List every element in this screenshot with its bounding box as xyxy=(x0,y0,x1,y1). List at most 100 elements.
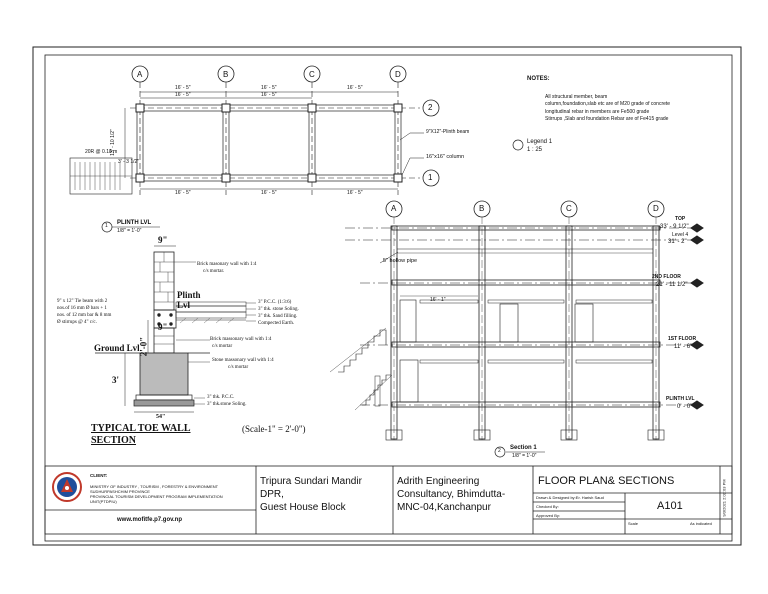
notes-item-3: longitudinal rebar in members are Fe500 … xyxy=(545,109,650,115)
wall-dim-top: 9" xyxy=(158,235,168,245)
tie-beam-3: nos. of 12 mm bar & 8 mm xyxy=(57,313,112,318)
legend-title: Legend 1 xyxy=(527,139,553,145)
brick-note-2: Brick massonary wall with 1:4 xyxy=(210,337,272,342)
plan-grid-2: 2 xyxy=(428,103,433,112)
client-label: CLIENT: xyxy=(90,473,108,478)
toe-wall-section xyxy=(95,226,256,413)
span-dim: 16' - 1" xyxy=(430,297,446,303)
section-grid-bubbles xyxy=(385,200,665,218)
sheet-inner-border xyxy=(44,54,733,542)
notes-title: NOTES: xyxy=(527,76,550,82)
level4-val: 31' - 2" xyxy=(668,239,687,245)
project-line-2: DPR, xyxy=(260,489,284,500)
sand-filling: 3" thk. Sand filling. xyxy=(258,314,298,319)
compacted-earth: Compected Earth. xyxy=(258,321,295,326)
client-logo xyxy=(52,472,82,502)
toe-wall-title-1: TYPICAL TOE WALL xyxy=(91,423,191,434)
section-grid-c: C xyxy=(566,204,572,213)
notes-item-4: Stirrups ,Slab and foundation Rebar are … xyxy=(545,116,669,122)
plinth-tag-scale: 1/8" = 1'-0" xyxy=(117,228,142,234)
sheet-outer-border xyxy=(32,46,742,546)
tie-beam-1: 9" x 12" Tie beam with 2 xyxy=(57,299,108,304)
level4-label: Level 4 xyxy=(672,232,689,238)
project-line-1: Tripura Sundari Mandir xyxy=(260,476,362,487)
section-tag-scale: 1/8" = 1'-0" xyxy=(512,453,537,459)
brick-note-2b: c/s mortar xyxy=(212,344,233,349)
wall-dim-9: 9" xyxy=(158,322,168,332)
approved-by: Approved By: xyxy=(536,513,561,518)
consultant-line-2: Consultancy, Bhimdutta- xyxy=(397,489,506,500)
legend-scale: 1 : 25 xyxy=(527,147,543,153)
pcc-bottom: 3" thk. P.C.C. xyxy=(207,395,235,400)
client-line-2: SUDHURPASHCHIM PROVINCE xyxy=(90,489,150,494)
consultant-line-3: MNC-04,Kanchanpur xyxy=(397,502,491,513)
title-block-frame xyxy=(44,465,733,535)
date-stamp: 9/3/2021 2:02:03 PM xyxy=(721,479,727,517)
checked-by: Checked By: xyxy=(536,504,559,509)
notes-item-1: All structural member, beam xyxy=(545,94,608,100)
sheet-number: A101 xyxy=(657,500,683,512)
plinth-level-label: PLINTH LVL xyxy=(666,396,695,402)
scale-label: Scale xyxy=(628,521,639,526)
plan-dim-bottom-2: 16' - 5" xyxy=(261,190,277,196)
second-floor-label: 2ND FLOOR xyxy=(652,274,681,280)
plan-dim-top-1: 16' - 5" xyxy=(175,85,191,91)
stone-note: Stone massonary wall with 1:4 xyxy=(212,358,274,363)
toe-wall-title-2: SECTION xyxy=(91,435,137,446)
plinth-level-val: 0' - 0" xyxy=(677,404,693,410)
client-website[interactable]: www.mofitfe.p7.gov.np xyxy=(117,517,182,523)
plinth-label: Plinth xyxy=(177,290,201,300)
plan-dim-top-3: 16' - 5" xyxy=(347,85,363,91)
plan-dim-bottom-3: 16' - 5" xyxy=(347,190,363,196)
tie-beam-2: nos.of 16 mm Ø bars + 1 xyxy=(57,306,107,311)
sheet-title: FLOOR PLAN& SECTIONS xyxy=(538,475,675,487)
wall-dim-2-0: 2'-0" xyxy=(138,336,149,357)
client-line-1: MINISTRY OF INDUSTRY , TOURISM , FORESTR… xyxy=(90,484,219,489)
section-tag-title: Section 1 xyxy=(510,445,537,451)
stone-note-2: c/s mortar xyxy=(228,365,249,370)
plan-grid-a: A xyxy=(137,70,143,79)
second-floor-val: 21' - 11 1/2" xyxy=(656,282,688,288)
scale-value: As indicated xyxy=(690,521,712,526)
stone-soling: 3" thk. stone Soling. xyxy=(258,307,299,312)
top-level-val: 33' - 9 1/2" xyxy=(660,224,689,230)
hollow-pipe-label: 5" hollow pipe xyxy=(383,258,418,264)
stone-bottom: 3" thk.stone Soling. xyxy=(207,402,247,407)
plan-dim-top2-1: 16' - 5" xyxy=(175,92,191,98)
plinth-tag-title: PLINTH LVL xyxy=(117,220,152,226)
plan-dim-bottom-1: 16' - 5" xyxy=(175,190,191,196)
plan-grid-bubbles xyxy=(131,65,440,187)
building-section xyxy=(329,216,704,441)
client-line-4: UNIT(PTDPIU) xyxy=(90,499,117,504)
first-floor-val: 11' - 6" xyxy=(674,344,693,350)
section-tag-num: 2 xyxy=(498,448,501,454)
drawn-by: Drawn & Designed by:Er. Harish Saud xyxy=(536,495,604,500)
section-grid-a: A xyxy=(391,204,397,213)
brick-note-1b: c/s mortar. xyxy=(203,269,225,274)
project-line-3: Guest House Block xyxy=(260,502,346,513)
section-grid-b: B xyxy=(479,204,485,213)
stair-dim: 3' - 3 1/2" xyxy=(118,159,140,165)
toe-wall-scale: (Scale-1" = 2'-0") xyxy=(242,424,306,434)
plan-grid-d: D xyxy=(395,70,401,79)
plan-grid-c: C xyxy=(309,70,315,79)
brick-note-1: Brick masonary wall with 1:4 xyxy=(197,262,257,267)
top-level-label: TOP xyxy=(675,216,686,222)
plinth-tag-num: 1 xyxy=(105,223,108,229)
lvl-label: Lvl xyxy=(177,300,191,310)
ground-level: Ground Lvl xyxy=(94,343,140,353)
pcc-top: 3" P.C.C. (1:3:6) xyxy=(258,300,292,305)
tie-beam-4: Ø stirrups @ 4" c/c. xyxy=(57,320,97,325)
section-grid-d: D xyxy=(653,204,659,213)
wall-dim-bottom: 54" xyxy=(156,414,166,420)
plan-dim-top-2: 16' - 5" xyxy=(261,85,277,91)
client-line-3: PROVINCIAL TOURISM DEVELOPMENT PROGRAM I… xyxy=(90,494,223,499)
column-label: 16"x16" column xyxy=(426,154,465,160)
consultant-line-1: Adrith Engineering xyxy=(397,476,480,487)
notes-item-2: column,foundation,slab etc are of M20 gr… xyxy=(545,101,671,107)
plan-grid-b: B xyxy=(223,70,229,79)
plinth-beam-label: 9"X12"-Plinth beam xyxy=(426,129,470,135)
wall-dim-3: 3' xyxy=(112,375,120,385)
first-floor-label: 1ST FLOOR xyxy=(668,336,697,342)
